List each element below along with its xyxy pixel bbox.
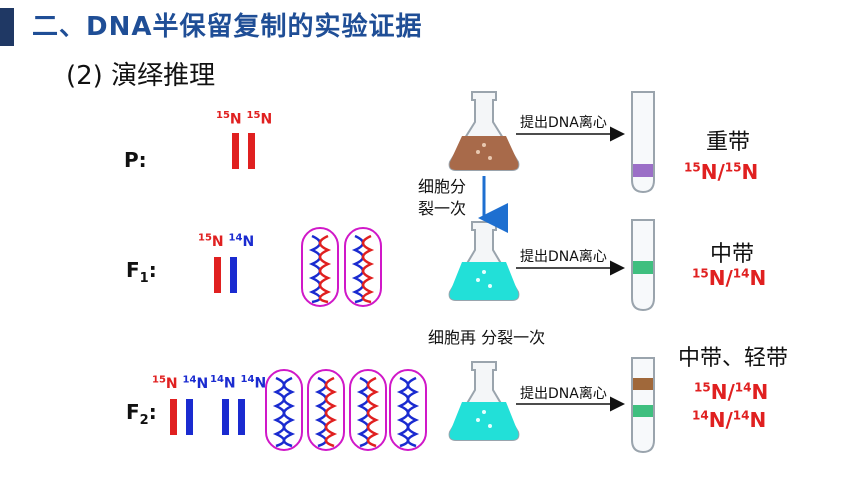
centrifuge-label-p: 提出DNA离心 bbox=[520, 115, 607, 131]
f2-isotope-labels-pair2: 14N 14N bbox=[210, 374, 267, 392]
f2-isotope-labels-pair1: 15N 14N bbox=[152, 374, 209, 392]
tube-f2-icon bbox=[631, 357, 655, 454]
f1-cell-2 bbox=[344, 227, 382, 307]
section-subtitle: (2) 演绎推理 bbox=[66, 61, 216, 91]
tube-f1-icon bbox=[631, 219, 655, 312]
f2-cell-3 bbox=[349, 369, 387, 451]
f1-cell-1 bbox=[301, 227, 339, 307]
middle-band-ratio: 15N/14N bbox=[692, 266, 767, 290]
f1-isotope-labels: 15N 14N bbox=[198, 232, 255, 250]
generation-p-label: P: bbox=[124, 148, 147, 172]
page-title: 二、DNA半保留复制的实验证据 bbox=[32, 12, 423, 42]
title-accent-bar bbox=[0, 8, 14, 46]
f1-dna-strands bbox=[214, 257, 237, 293]
flask-f1-icon bbox=[448, 221, 520, 301]
mixed-band-ratio-1: 15N/14N bbox=[694, 380, 769, 404]
mixed-band-label: 中带、轻带 bbox=[678, 346, 789, 371]
f2-cell-4 bbox=[389, 369, 427, 451]
divide-again-label: 细胞再 分裂一次 bbox=[428, 328, 546, 347]
middle-band-label: 中带 bbox=[710, 242, 755, 267]
p-dna-strands bbox=[232, 133, 255, 169]
heavy-band-label: 重带 bbox=[706, 130, 751, 155]
flask-f2-icon bbox=[448, 361, 520, 441]
f2-cell-1 bbox=[265, 369, 303, 451]
heavy-band-ratio: 15N/15N bbox=[684, 160, 759, 184]
generation-f2-label: F2: bbox=[126, 400, 157, 428]
f2-dna-strands-hybrid bbox=[170, 399, 193, 435]
p-isotope-labels: 15N 15N bbox=[216, 110, 273, 128]
generation-f1-label: F1: bbox=[126, 258, 157, 286]
divide-once-label: 细胞分 裂一次 bbox=[418, 177, 467, 218]
mixed-band-ratio-2: 14N/14N bbox=[692, 408, 767, 432]
f2-dna-strands-light bbox=[222, 399, 245, 435]
centrifuge-label-f2: 提出DNA离心 bbox=[520, 386, 607, 402]
flask-heavy-icon bbox=[448, 91, 520, 171]
tube-heavy-icon bbox=[631, 91, 655, 194]
f2-cell-2 bbox=[307, 369, 345, 451]
centrifuge-label-f1: 提出DNA离心 bbox=[520, 249, 607, 265]
